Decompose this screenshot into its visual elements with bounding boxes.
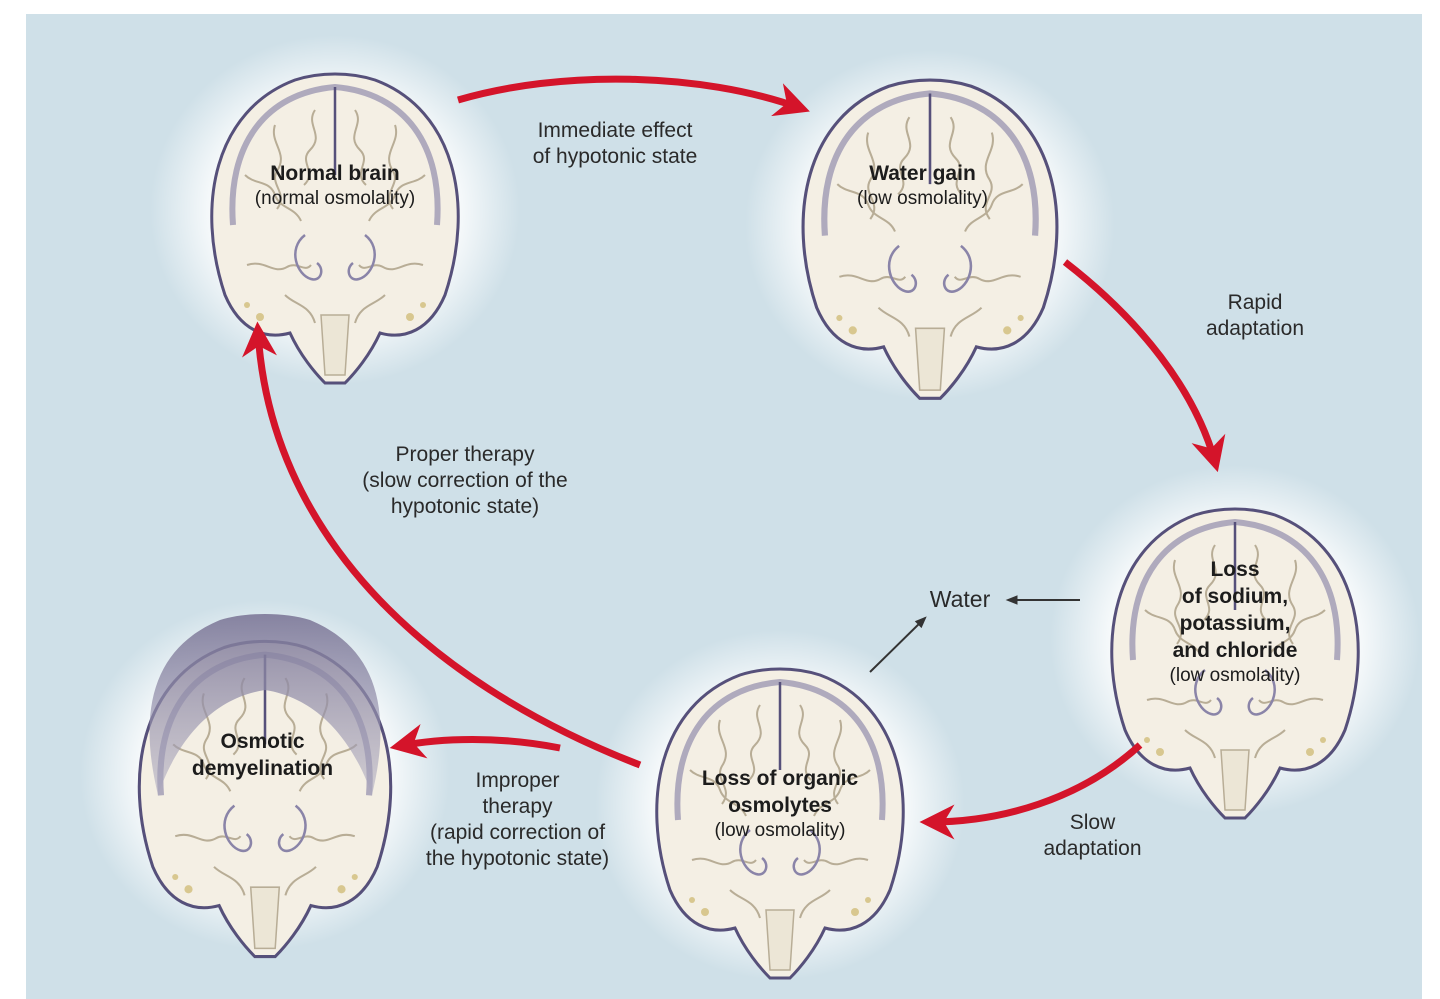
edge-label-proper: Proper therapy (slow correction of the h…	[320, 442, 610, 520]
arrow-water-from-organic	[869, 616, 927, 673]
node-line: osmolytes	[728, 794, 832, 817]
node-line: potassium,	[1179, 612, 1291, 635]
edge-line: hypotonic state)	[390, 495, 540, 518]
edge-label-rapid: Rapid adaptation	[1170, 290, 1340, 342]
edge-line: of hypotonic state	[532, 145, 698, 168]
node-normal-brain: Normal brain (normal osmolality)	[200, 160, 470, 211]
node-subtitle: (normal osmolality)	[254, 188, 416, 209]
arrow-immediate-effect	[457, 75, 810, 117]
node-loss-ions: Loss of sodium, potassium, and chloride …	[1110, 556, 1360, 688]
node-subtitle: (low osmolality)	[857, 188, 988, 209]
arrow-rapid-adaptation	[1062, 259, 1226, 473]
edge-label-immediate: Immediate effect of hypotonic state	[480, 118, 750, 170]
edge-line: Slow	[1069, 811, 1116, 834]
edge-line: (slow correction of the	[362, 469, 568, 492]
edge-line: therapy	[482, 795, 553, 818]
node-subtitle: (low osmolality)	[714, 820, 846, 841]
node-title: Water gain	[869, 162, 976, 185]
water-text: Water	[929, 586, 991, 612]
edge-line: adaptation	[1043, 837, 1142, 860]
node-line: Osmotic	[220, 730, 305, 753]
edge-line: Immediate effect	[537, 119, 693, 142]
node-line: demyelination	[191, 757, 334, 780]
edge-line: Rapid	[1227, 291, 1283, 314]
edge-line: adaptation	[1205, 317, 1305, 340]
node-subtitle: (low osmolality)	[1169, 665, 1301, 686]
node-loss-organic: Loss of organic osmolytes (low osmolalit…	[655, 765, 905, 843]
node-title: Normal brain	[270, 162, 400, 185]
node-demyelination: Osmotic demyelination	[150, 728, 375, 782]
arrow-proper-therapy	[242, 321, 642, 769]
edge-line: (rapid correction of	[429, 821, 606, 844]
node-line: Loss	[1210, 558, 1260, 581]
water-label: Water	[910, 586, 1010, 612]
node-water-gain: Water gain (low osmolality)	[800, 160, 1045, 211]
demyelination-shading	[149, 614, 381, 795]
edge-label-slow: Slow adaptation	[1005, 810, 1180, 862]
node-line: Loss of organic	[701, 767, 859, 790]
node-line: of sodium,	[1181, 585, 1289, 608]
node-line: and chloride	[1172, 639, 1298, 662]
edge-line: the hypotonic state)	[425, 847, 610, 870]
arrow-slow-adaptation	[919, 742, 1143, 840]
edge-label-improper: Improper therapy (rapid correction of th…	[385, 768, 650, 872]
edge-line: Proper therapy	[395, 443, 535, 466]
edge-line: Improper	[475, 769, 560, 792]
arrow-improper-therapy	[389, 724, 561, 759]
